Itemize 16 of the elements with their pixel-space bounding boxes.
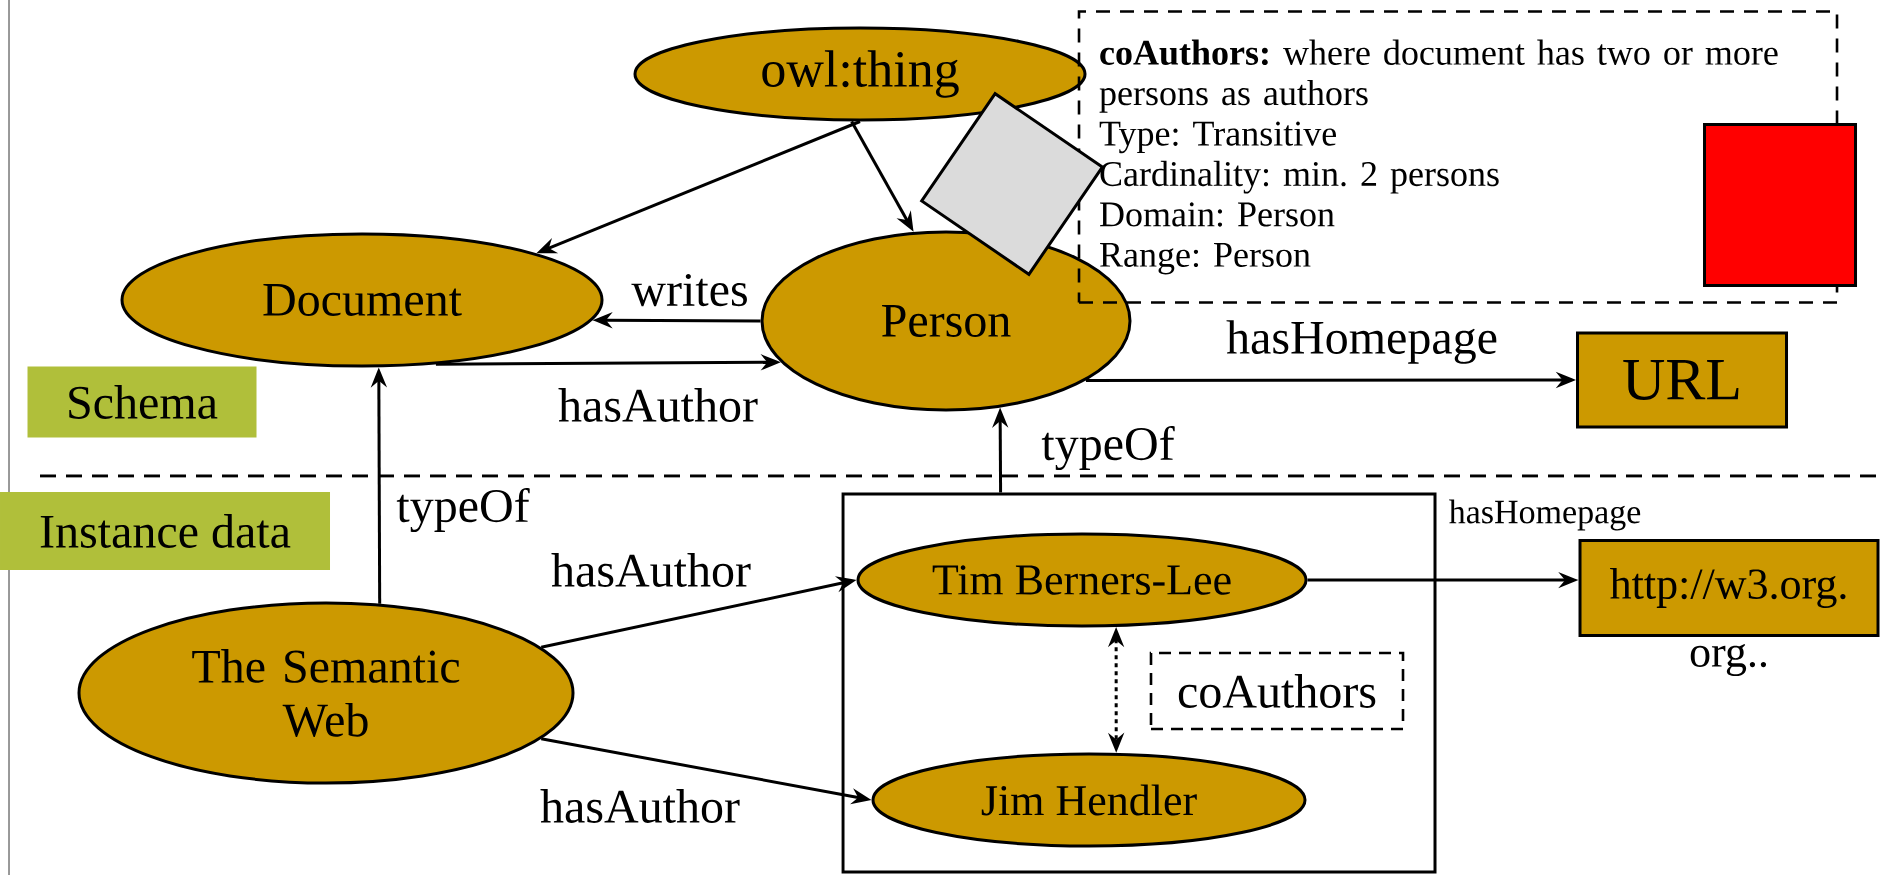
- section-tag: Instance data: [0, 492, 330, 570]
- edge-label: hasAuthor: [538, 787, 742, 825]
- frame-box: [1703, 123, 1857, 287]
- edge-label: hasHomepage: [1224, 318, 1500, 366]
- edge-label: hasHomepage: [1446, 497, 1644, 533]
- value-box: http://w3.org.: [1578, 539, 1880, 637]
- note-box: coAuthors: where document has two or more persons as authors Type: Transitive Cardinality: min. 2 persons Domain: Person Range: Person: [1077, 10, 1839, 304]
- edge-label: hasAuthor: [556, 386, 760, 424]
- section-tag: Schema: [27, 366, 257, 438]
- edge-label: typeOf: [394, 485, 532, 535]
- edge-label: hasAuthor: [549, 551, 753, 589]
- dashed-box: coAuthors: [1149, 651, 1405, 731]
- edge-label: typeOf: [1039, 423, 1177, 473]
- node-caption: org..: [1690, 643, 1767, 677]
- edge-label: writes: [629, 271, 751, 309]
- value-box: URL: [1576, 331, 1788, 429]
